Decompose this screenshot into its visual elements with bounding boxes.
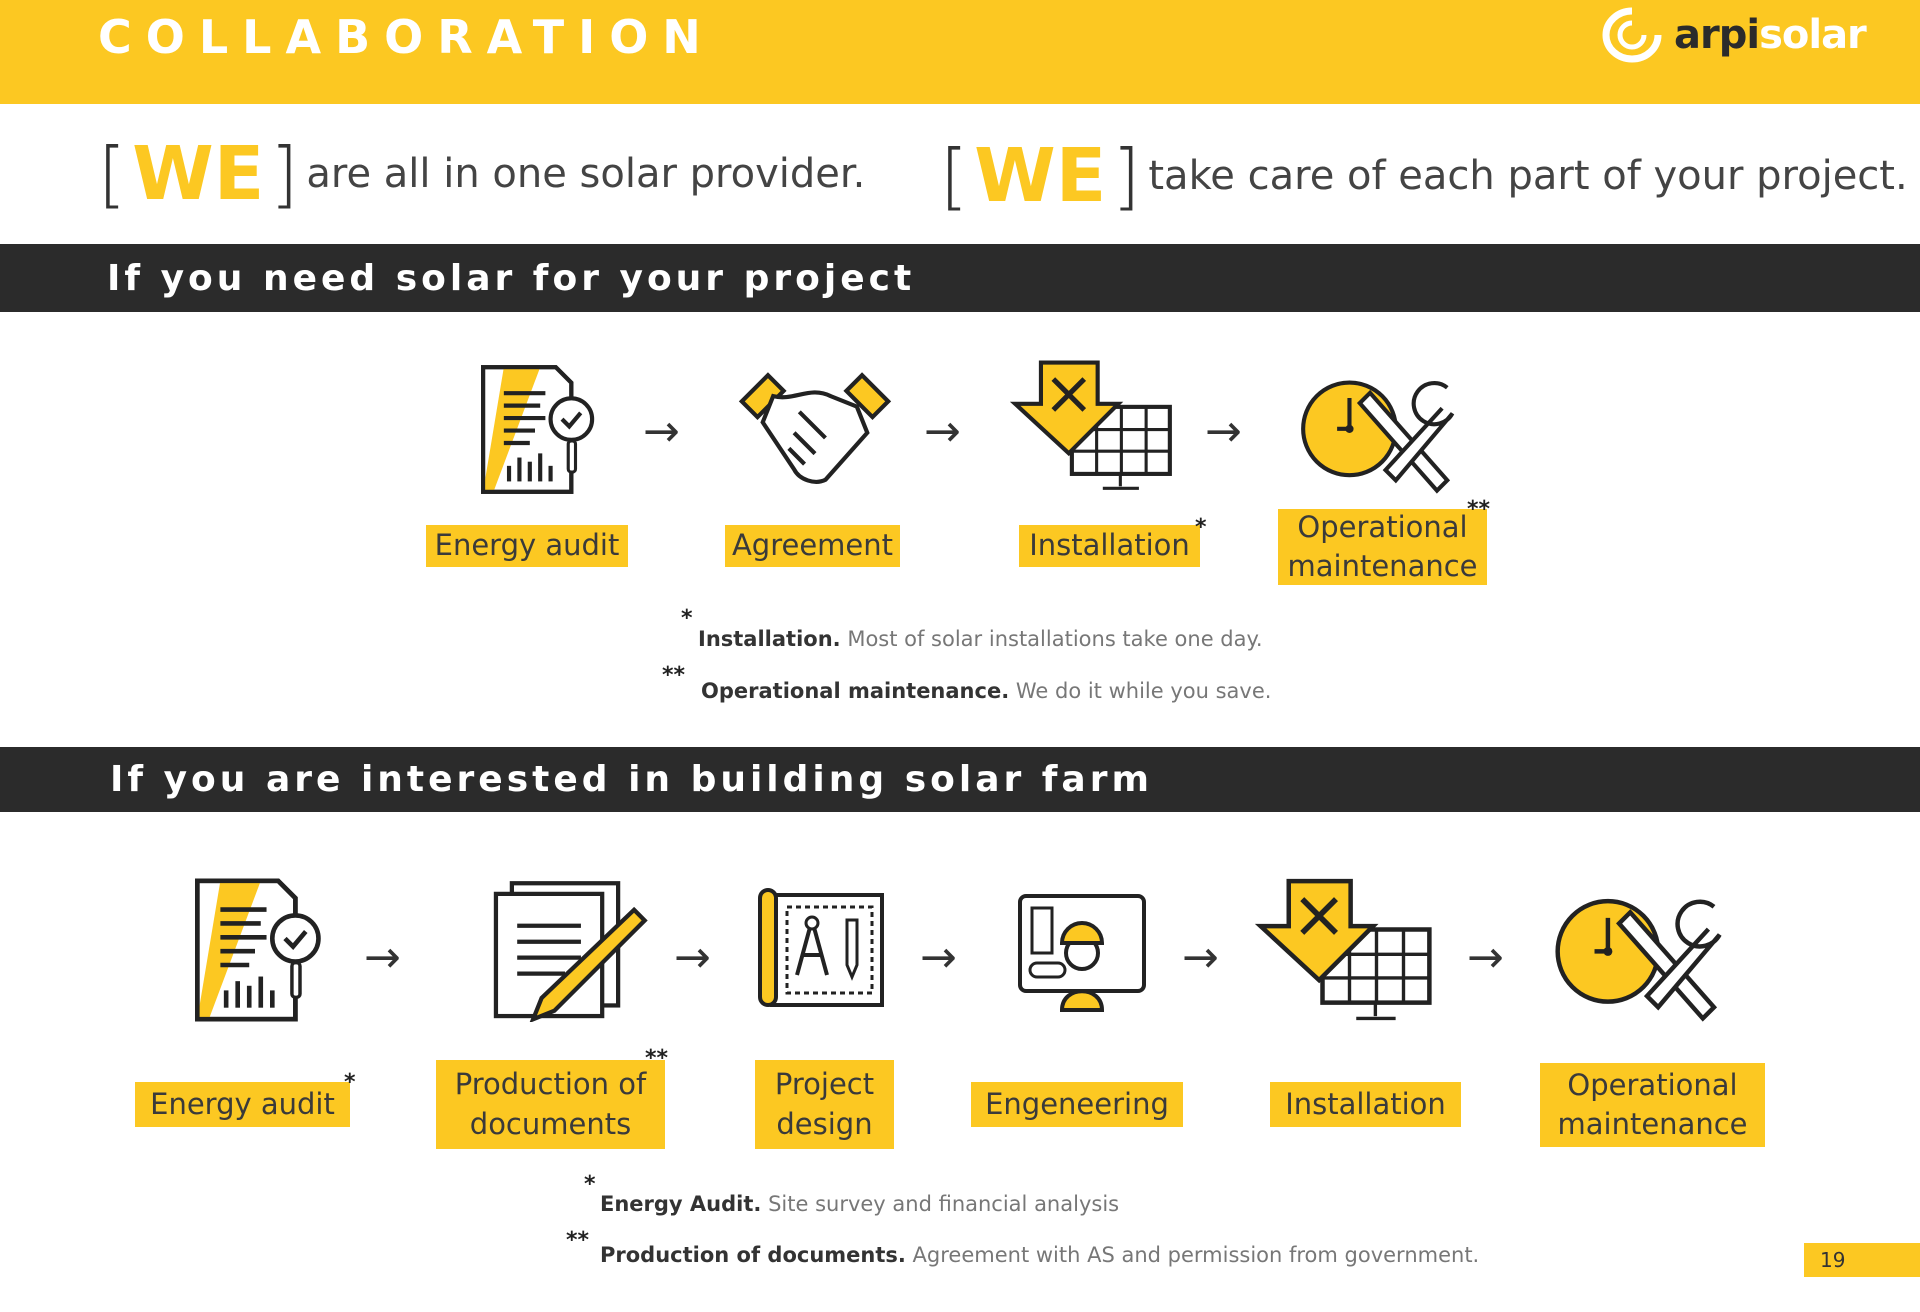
page-number: 19 xyxy=(1804,1243,1920,1277)
step-agreement: Agreement xyxy=(725,525,900,567)
logo-text-dark: arpi xyxy=(1674,12,1760,58)
step-operational-maintenance: Operational maintenance xyxy=(1540,1063,1765,1147)
maintenance-tools-icon xyxy=(1298,372,1473,496)
arrow-icon: → xyxy=(1205,406,1242,457)
arrow-icon: → xyxy=(1467,932,1504,983)
footnote-title: Installation. xyxy=(698,627,841,651)
footnote-installation: Installation. Most of solar installation… xyxy=(698,627,1263,651)
solar-installation-icon xyxy=(1255,878,1435,1026)
arrow-icon: → xyxy=(920,932,957,983)
footnote-production-of-documents: Production of documents. Agreement with … xyxy=(600,1243,1479,1267)
logo-text-light: solar xyxy=(1759,12,1867,58)
arrow-icon: → xyxy=(674,932,711,983)
footnote-mark: * xyxy=(584,1172,596,1197)
footnote-text: Most of solar installations take one day… xyxy=(847,627,1263,651)
footnote-mark: ** xyxy=(566,1228,590,1253)
arrow-icon: → xyxy=(643,406,680,457)
footnote-text: We do it while you save. xyxy=(1015,679,1272,703)
tagline-we: WE xyxy=(132,131,265,217)
header-bar xyxy=(0,0,1920,104)
documents-pen-icon xyxy=(480,872,650,1022)
tagline-text: take care of each part of your project. xyxy=(1148,153,1908,199)
engineer-icon xyxy=(1012,888,1152,1018)
step-energy-audit: Energy audit xyxy=(426,525,628,567)
footnote-energy-audit: Energy Audit. Site survey and financial … xyxy=(600,1192,1119,1216)
arrow-icon: → xyxy=(364,932,401,983)
step-installation: Installation xyxy=(1270,1082,1461,1127)
handshake-icon xyxy=(735,370,895,485)
section-2-heading: If you are interested in building solar … xyxy=(0,747,1920,812)
footnote-mark: ** xyxy=(662,663,686,688)
tagline-1: [WE] are all in one solar provider. xyxy=(98,131,866,217)
footnote-title: Operational maintenance. xyxy=(701,679,1010,703)
footnote-title: Production of documents. xyxy=(600,1243,906,1267)
swirl-logo-icon xyxy=(1602,7,1662,63)
energy-audit-icon xyxy=(185,875,325,1025)
footnote-text: Agreement with AS and permission from go… xyxy=(912,1243,1480,1267)
tagline-text: are all in one solar provider. xyxy=(306,151,866,197)
footnote-operational-maintenance: Operational maintenance. We do it while … xyxy=(701,679,1271,703)
footnote-mark: * xyxy=(344,1070,356,1095)
step-energy-audit: Energy audit xyxy=(135,1082,350,1127)
arrow-icon: → xyxy=(1182,932,1219,983)
footnote-title: Energy Audit. xyxy=(600,1192,762,1216)
maintenance-tools-icon xyxy=(1552,890,1742,1024)
footnote-text: Site survey and financial analysis xyxy=(768,1192,1120,1216)
footnote-mark: * xyxy=(681,606,693,631)
footnote-mark: ** xyxy=(645,1046,669,1071)
energy-audit-icon xyxy=(470,362,600,497)
tagline-2: [WE] take care of each part of your proj… xyxy=(940,133,1908,219)
footnote-mark: * xyxy=(1195,515,1207,540)
step-operational-maintenance: Operational maintenance xyxy=(1278,509,1487,585)
blueprint-design-icon xyxy=(752,885,892,1015)
solar-installation-icon xyxy=(1010,360,1175,495)
step-engineering: Engeneering xyxy=(971,1082,1183,1127)
footnote-mark: ** xyxy=(1467,497,1491,522)
step-production-of-documents: Production of documents xyxy=(436,1060,665,1149)
step-project-design: Project design xyxy=(755,1060,894,1149)
tagline-we: WE xyxy=(974,133,1107,219)
step-installation: Installation xyxy=(1019,525,1200,567)
arrow-icon: → xyxy=(924,406,961,457)
page-title: COLLABORATION xyxy=(98,10,715,64)
arpisolar-logo: arpisolar xyxy=(1600,2,1880,68)
section-1-heading: If you need solar for your project xyxy=(0,244,1920,312)
